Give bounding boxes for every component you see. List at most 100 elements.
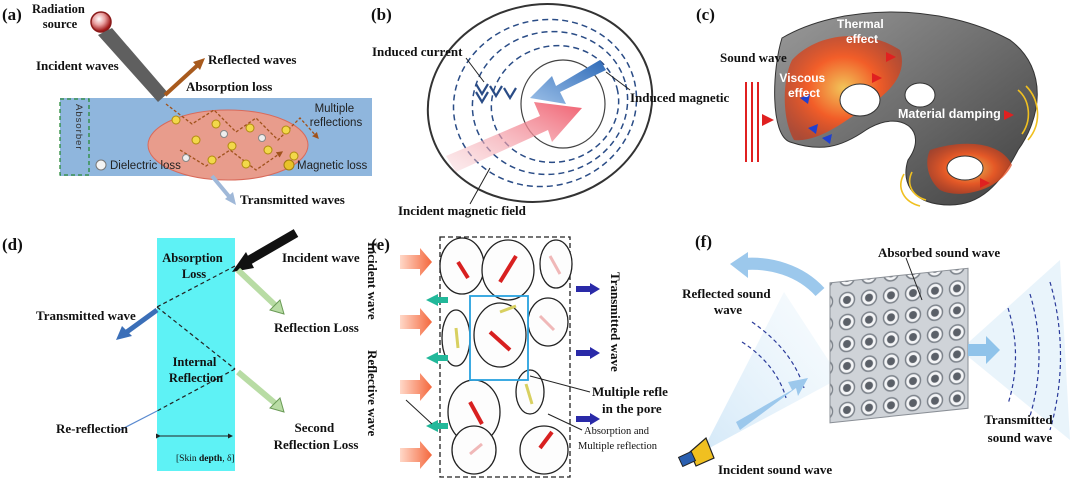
ring-inner bbox=[520, 59, 606, 149]
sound-wave-lines bbox=[745, 82, 759, 162]
transmitted-waves-label: Transmitted waves bbox=[240, 192, 345, 207]
transmitted-arrow-head bbox=[225, 192, 236, 205]
megaphone-icon bbox=[677, 436, 715, 468]
blue-arrows bbox=[800, 94, 832, 144]
incident-arrow-head bbox=[232, 252, 254, 272]
radiation-source-label: Radiation source bbox=[32, 2, 88, 31]
panel-f-label: (f) bbox=[695, 232, 712, 251]
flow-arrows bbox=[872, 52, 1014, 188]
reflected-arrow-f-head bbox=[730, 252, 748, 278]
panel-b-label: (b) bbox=[371, 5, 392, 24]
panel-e-label: (e) bbox=[371, 235, 390, 254]
ring-outer bbox=[426, 3, 654, 203]
panel-c-label: (c) bbox=[696, 5, 715, 24]
ray-internal bbox=[156, 368, 236, 412]
multiple-reflection-leader bbox=[529, 375, 591, 393]
incident-arrow bbox=[243, 229, 299, 266]
absorption-loss-label: Absorption loss bbox=[186, 79, 272, 94]
absorbed-leader bbox=[905, 257, 923, 301]
ray-transmit bbox=[156, 265, 236, 308]
damping-arcs bbox=[900, 85, 1039, 207]
transmitted-arrows-e bbox=[576, 283, 600, 425]
radiation-source-sphere bbox=[90, 11, 112, 33]
highlight-box bbox=[469, 295, 529, 381]
incident-cone bbox=[702, 292, 840, 452]
second-reflection-d: Second Reflection Loss bbox=[274, 420, 359, 452]
panel-c: (c) Sound wave bbox=[696, 5, 1039, 207]
internal-reflection-d: Internal Reflection bbox=[169, 355, 223, 385]
dielectric-loss-label: Dielectric loss bbox=[110, 160, 181, 172]
dielectric-loss-icon bbox=[95, 159, 107, 171]
transmitted-arrow-d bbox=[122, 307, 159, 337]
skin-depth-label: [Skin depth, δ] bbox=[176, 454, 235, 464]
reflected-waves-label: Reflected waves bbox=[208, 52, 296, 67]
lattice-block bbox=[829, 267, 969, 424]
heat-band bbox=[784, 36, 902, 141]
reflection-loss-arrow bbox=[235, 267, 279, 309]
magnetic-loss-icon bbox=[283, 159, 295, 171]
induced-magnetic-leader bbox=[605, 71, 631, 91]
absorber-text: Absorber bbox=[73, 104, 84, 151]
induced-magnetic-arrow bbox=[530, 60, 606, 104]
panel-e: (e) bbox=[365, 235, 668, 478]
incident-beam bbox=[98, 28, 168, 102]
induced-current-label: Induced current bbox=[372, 44, 463, 59]
cyan-slab bbox=[157, 238, 235, 471]
pore-1 bbox=[839, 83, 881, 117]
transmitted-arrow-f bbox=[968, 336, 1000, 364]
ring-mid3 bbox=[490, 44, 620, 164]
induced-current-chevrons bbox=[475, 83, 517, 105]
panel-a: (a) Radiation source Absorber Incident w… bbox=[2, 2, 372, 207]
reflective-arrows-e bbox=[426, 294, 448, 432]
incident-field-label: Incident magnetic field bbox=[398, 203, 527, 218]
absorption-multiple-e: Absorption and Multiple reflection bbox=[578, 426, 658, 452]
incident-wave-d: Incident wave bbox=[282, 250, 360, 265]
ray-rereflect bbox=[119, 410, 158, 431]
absorption-loss-d: Absorption Loss bbox=[162, 251, 226, 281]
pore-arrows-pale bbox=[469, 255, 562, 456]
incident-arrows-e bbox=[400, 248, 432, 469]
reflective-leader bbox=[405, 399, 433, 425]
transmitted-wave-e: Transmitted wave bbox=[608, 272, 623, 372]
thermal-effect-label: Thermal effect bbox=[837, 17, 887, 46]
incident-sound-label: Incident sound wave bbox=[718, 462, 832, 477]
panel-a-label: (a) bbox=[2, 5, 22, 24]
ring-mid2 bbox=[471, 30, 629, 176]
incident-arrow-f bbox=[736, 378, 808, 430]
reflective-wave-e: Reflective wave bbox=[365, 350, 380, 436]
transmitted-arrow-d-head bbox=[116, 326, 132, 340]
induced-current-leader bbox=[465, 57, 485, 83]
panel-b: (b) Induced current Induced magnetic Inc… bbox=[371, 3, 730, 218]
incident-waves-label: Incident waves bbox=[36, 58, 119, 73]
induced-magnetic-label: Induced magnetic bbox=[630, 90, 730, 105]
reflection-loss-head bbox=[269, 299, 285, 315]
pore-arrows-yellow bbox=[454, 304, 534, 405]
second-reflection-arrow bbox=[236, 369, 278, 407]
reflected-arrow-head bbox=[193, 58, 205, 70]
incident-field-arrow bbox=[446, 102, 582, 172]
panel-f: (f) Absorbed sound wave Reflected sound … bbox=[677, 232, 1070, 477]
panel-d-label: (d) bbox=[2, 235, 23, 254]
internal-reflection-path bbox=[165, 103, 319, 141]
transmitted-sound-label: Transmitted sound wave bbox=[984, 412, 1056, 445]
sound-wave-label: Sound wave bbox=[720, 50, 787, 65]
ring-mid bbox=[452, 18, 638, 188]
reflected-arrow-f bbox=[743, 257, 825, 297]
incident-field-leader bbox=[469, 167, 491, 205]
transmitted-wave-d: Transmitted wave bbox=[36, 308, 136, 323]
reflection-loss-d: Reflection Loss bbox=[274, 320, 359, 335]
rereflection-d: Re-reflection bbox=[56, 421, 129, 436]
pore-2 bbox=[904, 82, 936, 108]
reflected-sound-label: Reflected sound wave bbox=[682, 286, 774, 317]
pore-arrows-red bbox=[456, 254, 554, 450]
panel-d: (d) Absorption Loss Incident wave Transm… bbox=[2, 229, 360, 471]
absorbed-sound-label: Absorbed sound wave bbox=[878, 245, 1000, 260]
internal-reflection-path-2 bbox=[179, 149, 284, 171]
particles bbox=[171, 115, 299, 169]
pore-3 bbox=[946, 155, 984, 181]
absorption-leader bbox=[547, 413, 583, 431]
multiple-reflections-label: Multiple reflections bbox=[310, 103, 363, 129]
sound-wave-arrow bbox=[762, 114, 774, 126]
incident-wave-e: Incident wave bbox=[365, 242, 380, 320]
